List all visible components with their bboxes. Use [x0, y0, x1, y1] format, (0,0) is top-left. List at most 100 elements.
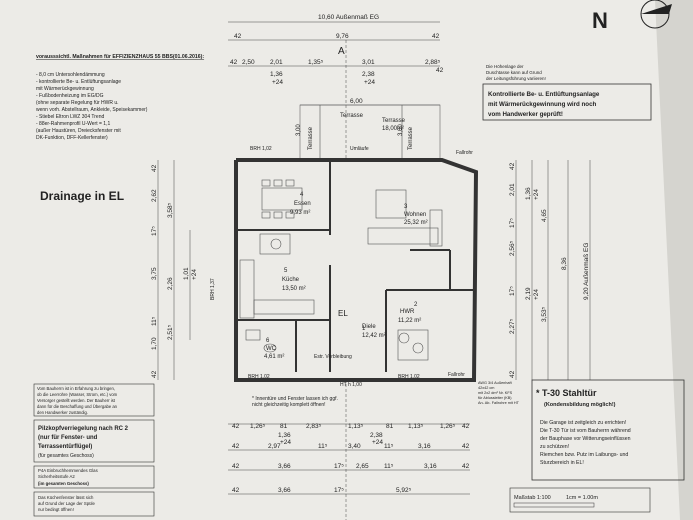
note-line: Terrassentürflügel) — [38, 444, 92, 450]
dim: 42 — [436, 67, 444, 74]
dim: +24 — [272, 79, 283, 86]
room-name: WC — [266, 346, 277, 352]
terrace-name: Terrasse — [340, 113, 364, 119]
terrace-dim: 3,00 — [398, 124, 404, 136]
note-line: der Bauphase vor Witterungseinflüssen — [540, 436, 631, 442]
measures-heading: vorausssichtl. Maßnahmen für EFFIZIENZHA… — [36, 54, 204, 60]
note-line: Riemchen bzw. Putz im Laibungs- und — [540, 452, 628, 458]
room-area: 13,50 m² — [282, 286, 306, 292]
dim: 42 — [462, 443, 470, 450]
dim: 3,53⁵ — [541, 306, 548, 322]
dim: 2,27⁵ — [509, 318, 516, 334]
room-num: 4 — [300, 192, 304, 198]
north-label: N — [592, 8, 608, 33]
brh-label: BRH 1,02 — [248, 374, 270, 380]
note-line: auf Grund der Lage der Spüle — [38, 501, 95, 506]
umlauf-label: Umläufe — [350, 146, 369, 152]
dim: 42 — [151, 164, 158, 172]
dim: 4,65 — [541, 209, 548, 222]
house-walls — [234, 158, 479, 382]
dim: 1,26⁵ — [250, 423, 266, 430]
dim: 42 — [509, 162, 516, 170]
measure-item: (außer Haustüren, Dreiecksfenster mit — [36, 128, 121, 134]
dim: 2,88⁵ — [425, 59, 441, 66]
room-name: Essen — [294, 201, 311, 207]
note-line: Vom Bauherrn ist in Erfahrung zu bringen… — [37, 386, 115, 391]
steel-door-subtitle: (Kondensbildung möglich!) — [544, 402, 616, 408]
note-line: der Leitungsführung variieren! — [486, 76, 546, 81]
note-line: vom Handwerker geprüft! — [488, 111, 563, 118]
top-dimensions: 10,60 Außenmaß EG 42 9,76 42 42 2,50 2,0… — [228, 14, 444, 160]
dim: 17⁵ — [334, 463, 344, 470]
dim: 3,16 — [418, 443, 431, 450]
dim: 2,38 — [362, 71, 375, 78]
note-line: dann für die Beschaffung und Übergabe an — [37, 404, 118, 409]
p4a-note: P4A Einbruchhemmendes Glas Sicherheitsst… — [33, 465, 155, 489]
dim: 1,36 — [270, 71, 283, 78]
note-line: Duschtasse kann auf Grund — [486, 70, 542, 75]
brh-label: BRH 1,02 — [398, 374, 420, 380]
measure-item: wenn vorh. Abstellraum, Ankleide, Speise… — [36, 107, 148, 113]
dim: 3,58⁵ — [167, 202, 174, 218]
note-line: Sturzbereich in EL! — [540, 460, 584, 466]
note-line: Das Küchenfenster lässt sich — [38, 495, 94, 500]
scale-unit: 1cm = 1.00m — [566, 495, 598, 501]
dim: 81 — [280, 423, 288, 430]
dim: 42 — [232, 487, 240, 494]
dim: 1,36 — [525, 187, 532, 200]
measure-item: DK-Funktion, DFF-Kellerfenster) — [36, 135, 108, 141]
dim: +24 — [372, 439, 383, 446]
dim: 2,62 — [151, 189, 158, 202]
dim: 3,66 — [278, 463, 291, 470]
dim: 1,36 — [278, 432, 291, 439]
dim: 9,76 — [336, 33, 349, 40]
dim: 2,01 — [270, 59, 283, 66]
dim: 17⁵ — [151, 226, 158, 236]
dim: 42 — [432, 33, 440, 40]
dim: 2,83⁵ — [306, 423, 322, 430]
measure-item: (ohne separate Regelung für HWR u. — [36, 100, 119, 106]
paper-shadow — [655, 0, 693, 520]
room-num: 1 — [362, 326, 366, 332]
dim: 1,01 — [183, 267, 190, 280]
dim: 1,26⁵ — [440, 423, 456, 430]
fallrohr-label: Fallrohr — [456, 150, 473, 156]
dim: 1,13⁵ — [348, 423, 364, 430]
note-line: mit Wärmerückgewinnung wird noch — [488, 101, 597, 108]
dim: +24 — [533, 289, 540, 300]
dim: 2,19 — [525, 287, 532, 300]
terrace-dim: 3,00 — [296, 124, 302, 136]
dim: 3,66 — [278, 487, 291, 494]
dim: 2,38 — [370, 432, 383, 439]
section-marker: A — [338, 46, 345, 57]
el-label: EL — [338, 309, 348, 318]
room-name: Küche — [282, 277, 300, 283]
note-line: 42x42 cm — [478, 386, 494, 390]
note-line: (für gesamtes Geschoss) — [38, 453, 94, 459]
overall-height-label: 9,20 Außenmaß EG — [583, 243, 590, 300]
dim: 42 — [462, 423, 470, 430]
note-line: zu schützen! — [540, 444, 569, 450]
misc-labels: BRH 1,02 Umläufe BRH 1,37 BRH 1,02 BRH 1… — [210, 146, 473, 388]
ventilation-note: Kontrollierte Be- u. Entlüftungsanlage m… — [482, 83, 652, 121]
dim: 42 — [232, 463, 240, 470]
note-line: Sicherheitsstufe A2 — [38, 474, 75, 479]
room-num: 3 — [404, 204, 408, 210]
dim: 81 — [386, 423, 394, 430]
note-line: ob die Leerrohre (Wasser, Strom, etc.) v… — [37, 392, 118, 397]
drainage-label: Drainage in EL — [40, 189, 124, 203]
room-area: 9,93 m² — [290, 210, 310, 216]
dim: 5,92⁵ — [396, 487, 412, 494]
note-line: (nur für Fenster- und — [38, 435, 98, 441]
dim: 8,36 — [561, 257, 568, 270]
room-area: 11,22 m² — [398, 318, 421, 324]
bottom-dimensions: 42 1,26⁵ 81 2,83⁵ 1,13⁵ 81 1,13⁵ 1,26⁵ 4… — [228, 384, 470, 520]
measure-item: - Fußbodenheizung im EG/DG — [36, 93, 104, 99]
note-line: Versorger gestellt werden. Der Bauherr i… — [37, 398, 116, 403]
dim: 2,51⁵ — [167, 324, 174, 340]
dim: 1,70 — [151, 337, 158, 350]
terrace-name: Terrasse — [382, 118, 406, 124]
terrace-area: Terrasse Terrasse 18,00m² Terrasse 3,00 … — [296, 104, 441, 161]
dim: 2,97 — [268, 443, 281, 450]
